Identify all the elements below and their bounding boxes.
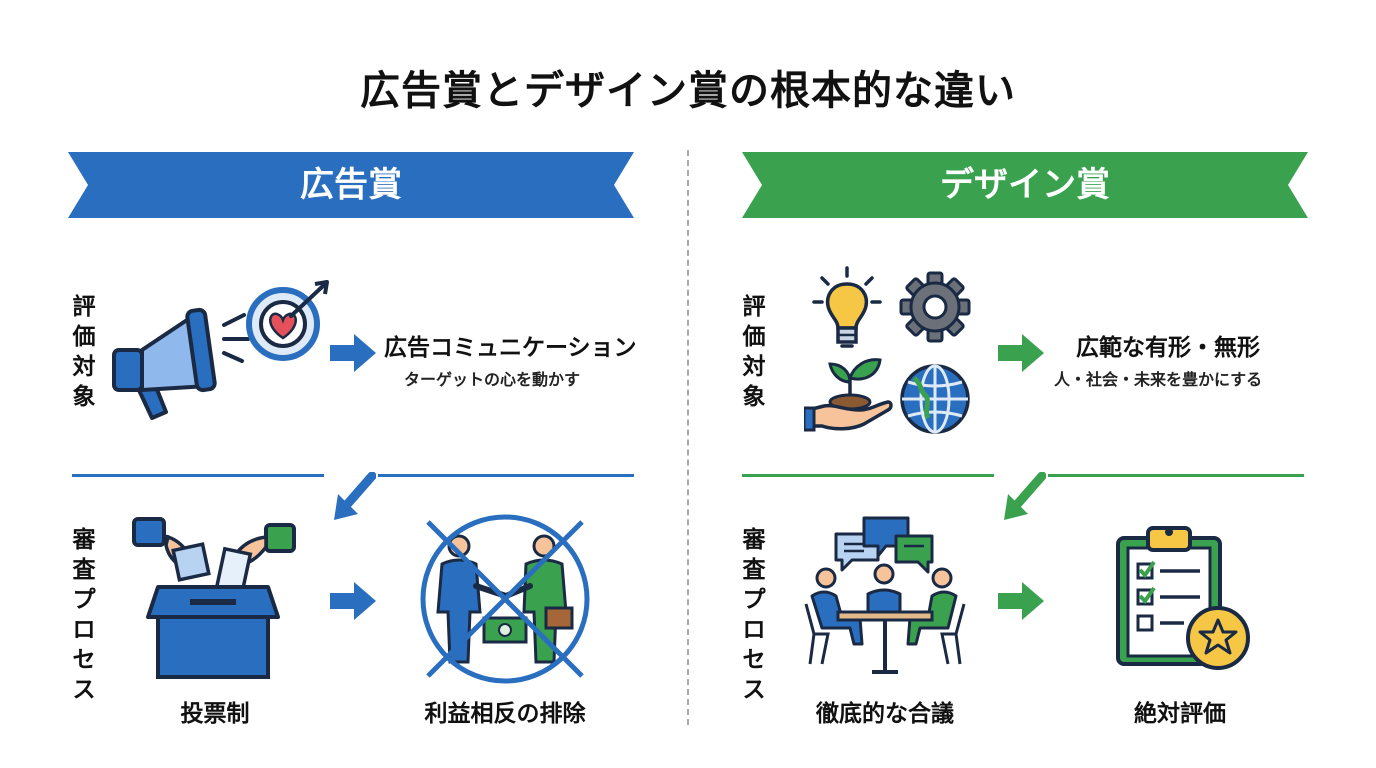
ad-target-arrow-icon <box>330 334 376 372</box>
ad-process-voting: 投票制 <box>180 701 250 727</box>
no-conflict-handshake-icon <box>420 514 590 684</box>
ad-banner-ribbon <box>68 152 634 218</box>
ad-review-label: 審査プロセス <box>72 527 96 703</box>
center-divider <box>687 150 689 725</box>
voting-box-icon <box>132 517 296 679</box>
discussion-meeting-icon <box>804 516 966 674</box>
design-process-absolute: 絶対評価 <box>1134 701 1226 727</box>
design-banner-title: デザイン賞 <box>940 165 1110 205</box>
lightbulb-icon <box>812 266 882 348</box>
design-down-arrow-icon <box>1004 472 1046 520</box>
ad-eval-label: 評価対象 <box>72 294 96 410</box>
ad-process-conflict: 利益相反の排除 <box>424 701 586 727</box>
megaphone-icon <box>112 307 217 420</box>
ad-rule-right <box>378 474 634 477</box>
ad-banner-title: 広告賞 <box>300 165 402 205</box>
design-target-title: 広範な有形・無形 <box>1076 335 1260 361</box>
design-rule-left <box>742 474 994 477</box>
design-process-arrow-icon <box>998 582 1044 620</box>
design-eval-label: 評価対象 <box>742 294 766 410</box>
target-heart-icon <box>246 280 329 361</box>
sound-waves-icon <box>222 313 250 363</box>
plant-hand-icon <box>804 358 893 432</box>
page-title: 広告賞とデザイン賞の根本的な違い <box>360 68 1016 114</box>
clipboard-star-icon <box>1116 526 1250 670</box>
ad-target-sub: ターゲットの心を動かす <box>404 370 581 389</box>
gear-icon <box>899 271 971 343</box>
design-target-sub: 人・社会・未来を豊かにする <box>1054 370 1263 389</box>
ad-target-title: 広告コミュニケーション <box>384 335 637 361</box>
design-rule-right <box>1048 474 1304 477</box>
ad-rule-left <box>72 474 324 477</box>
design-target-arrow-icon <box>998 334 1044 372</box>
ad-process-arrow-icon <box>330 582 376 620</box>
design-process-deliberation: 徹底的な合議 <box>816 701 954 727</box>
ad-down-arrow-icon <box>334 472 376 520</box>
design-banner-ribbon <box>742 152 1308 218</box>
globe-icon <box>900 364 970 434</box>
design-review-label: 審査プロセス <box>742 527 766 703</box>
